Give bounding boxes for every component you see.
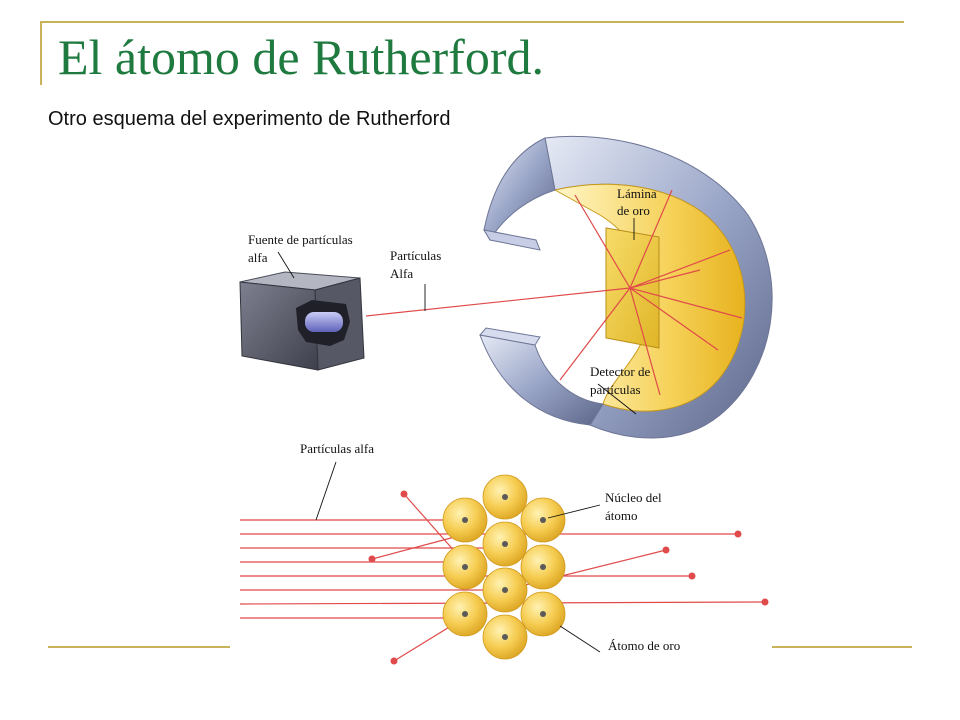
alpha-source-box	[240, 272, 364, 370]
nucleus-label-line1: Núcleo del	[605, 490, 662, 505]
source-label-line1: Fuente de partículas	[248, 232, 353, 247]
gold-atom-label: Átomo de oro	[608, 638, 680, 653]
beam-label-line2: Alfa	[390, 266, 413, 281]
detector-label-line2: partículas	[590, 382, 641, 397]
source-label-line2: alfa	[248, 250, 268, 265]
beam-label-line1: Partículas	[390, 248, 441, 263]
alpha-particle-dots	[369, 491, 769, 665]
gold-foil	[606, 228, 659, 348]
gold-atom-cluster	[443, 475, 565, 659]
foil-label-line2: de oro	[617, 203, 650, 218]
detector-label-line1: Detector de	[590, 364, 651, 379]
nucleus-label-line2: átomo	[605, 508, 638, 523]
foil-label-line1: Lámina	[617, 186, 657, 201]
particles-label: Partículas alfa	[300, 441, 374, 456]
